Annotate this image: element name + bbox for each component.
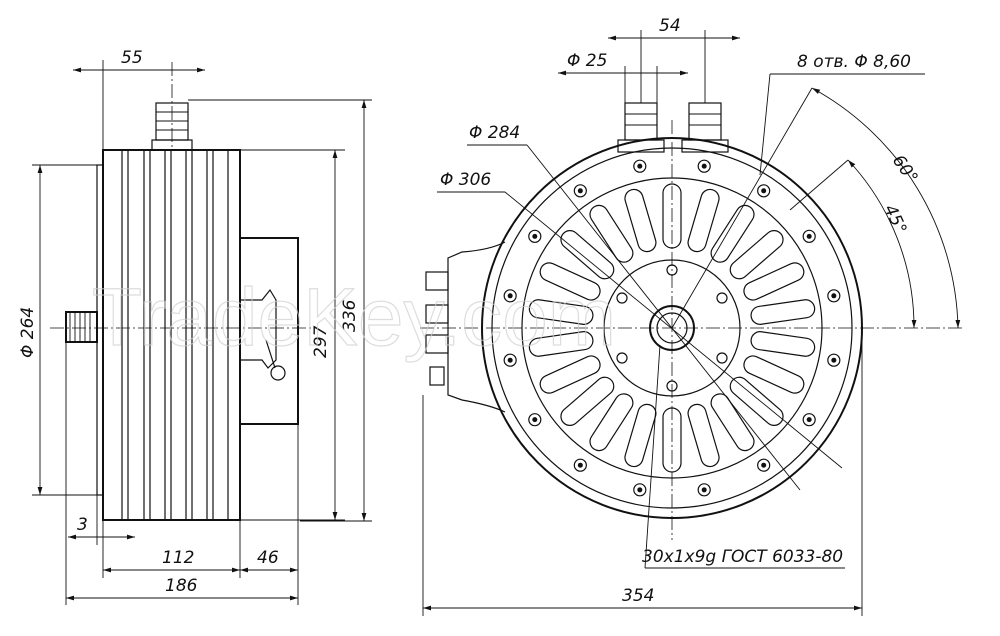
cooling-slot [729,376,784,427]
bolt-hole [757,184,771,198]
dim-3: 3 [77,515,88,535]
angle-60: 60° [888,151,922,187]
cooling-slot [624,188,657,253]
cooling-slot [710,204,755,263]
bolt-hole [573,184,587,198]
bolt-hole [697,159,711,173]
bolt-hole [528,229,542,243]
cooling-slot [743,262,805,301]
cooling-slot [750,299,816,325]
bolt-hole [757,458,771,472]
dim-186: 186 [165,576,198,596]
dim-354: 354 [622,586,654,606]
cooling-slot [560,229,615,280]
dim-diameter-284: Φ 284 [469,123,520,143]
spline-callout: 30x1x9g ГОСТ 6033-80 [642,547,843,567]
cooling-slot [729,229,784,280]
bolt-hole [633,483,647,497]
bolt-hole [633,159,647,173]
cooling-slot [539,262,601,301]
dim-diameter-25: Φ 25 [567,51,607,71]
rear-cover [239,237,299,425]
side-view: 55 Φ 264 297 336 3 112 46 186 [18,48,372,605]
bolt-hole [528,413,542,427]
bolt-hole [827,353,841,367]
watermark: TradeKey.com [92,272,616,363]
cooling-slot [528,299,594,325]
dim-112: 112 [162,548,194,568]
bolt-hole [503,289,517,303]
cooling-slot [589,204,634,263]
cooling-slot [528,331,594,357]
cooling-slot [710,393,755,452]
cooling-slot [589,393,634,452]
dim-46: 46 [257,548,279,568]
dim-54: 54 [659,16,681,36]
bolt-hole [827,289,841,303]
cooling-slot [539,355,601,394]
dim-diameter-264: Φ 264 [18,307,38,358]
cooling-slot [687,188,720,253]
cable-glands [425,271,449,386]
coolant-nipples-front [617,102,729,153]
terminal-block [447,241,506,413]
cooling-slot [687,403,720,468]
bolt-hole [697,483,711,497]
bolt-holes [503,159,841,497]
bolt-hole [802,229,816,243]
dim-diameter-306: Φ 306 [440,170,491,190]
cooling-slot [560,376,615,427]
shaft-end [65,311,98,343]
holes-callout: 8 отв. Φ 8,60 [797,52,911,72]
bolt-hole [573,458,587,472]
angle-45: 45° [879,202,910,238]
dim-336: 336 [340,299,360,332]
terminal-box [240,288,277,369]
dim-297: 297 [311,325,331,358]
cooling-slot [743,355,805,394]
bolt-hole [802,413,816,427]
dim-55: 55 [121,48,143,68]
bolt-hole [503,353,517,367]
terminal-ring [270,365,286,381]
cooling-slot [624,403,657,468]
cooling-slot [750,331,816,357]
cooling-fins [121,150,229,520]
